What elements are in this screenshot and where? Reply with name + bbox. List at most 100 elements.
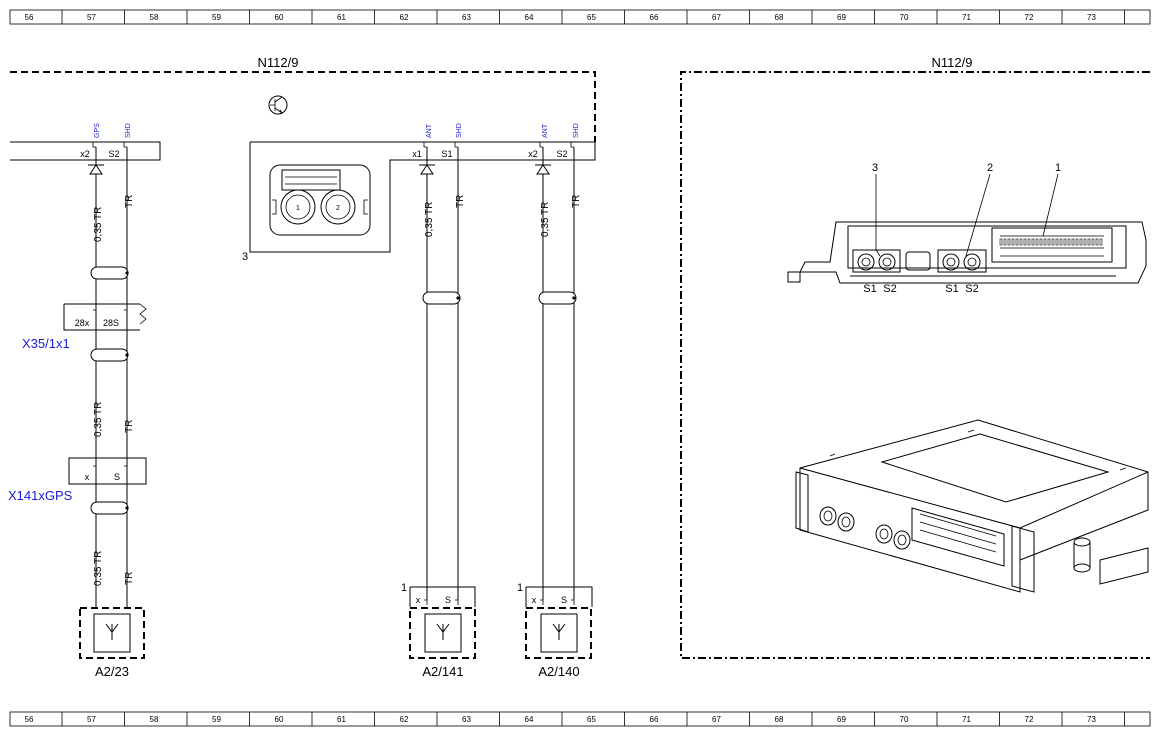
coax-sockets	[819, 506, 911, 550]
pin-code-gps: x2	[80, 149, 90, 159]
ruler-label-bottom-68: 68	[775, 715, 784, 724]
connector-pin-tick	[1023, 238, 1027, 246]
ruler-label-top-69: 69	[837, 13, 846, 22]
pin-code-shd-1: S2	[108, 149, 119, 159]
connector-pin-tick	[1031, 238, 1035, 246]
ruler-label-top-64: 64	[525, 13, 534, 22]
pin-signal-ant-1: ANT	[426, 123, 433, 138]
ruler-label-top-66: 66	[650, 13, 659, 22]
ruler-label-top-60: 60	[275, 13, 284, 22]
wire-color-shd-4: TR	[455, 195, 466, 208]
ruler-label-top-59: 59	[212, 13, 221, 22]
ruler-label-bottom-66: 66	[650, 715, 659, 724]
module-top-view: 3 2 1 S1 S2 S1 S2	[787, 162, 1147, 295]
ruler-label-bottom-67: 67	[712, 715, 721, 724]
left-module-pins: GPS x2 SHD S2 ANT x1 SHD S1 ANT x2 SHD S…	[80, 123, 580, 159]
right-module-n112-9: N112/9 3 2 1 S1 S2 S	[680, 55, 1150, 659]
ruler-label-top-61: 61	[337, 13, 346, 22]
pin-code-ant-2: x2	[528, 149, 538, 159]
socket-label-s2-a: S2	[883, 283, 896, 295]
right-callout-3: 3	[872, 162, 878, 174]
antenna-icon	[105, 623, 119, 640]
pin-signal-shd-2: SHD	[456, 123, 463, 138]
a2-140-callout: 1	[517, 582, 523, 594]
ruler-label-bottom-72: 72	[1025, 715, 1034, 724]
socket-label-s1-b: S1	[945, 283, 958, 295]
ruler-label-bottom-58: 58	[150, 715, 159, 724]
connector-pin-tick	[1047, 238, 1051, 246]
connector-pin-tick	[1087, 238, 1091, 246]
a2-141-pin-s: S	[445, 595, 451, 605]
antenna-a2-23-label: A2/23	[95, 664, 129, 679]
connector-x141-pin-a: x	[85, 472, 90, 482]
pin-signal-shd-3: SHD	[573, 123, 580, 138]
connector-x141: x S X141xGPS	[8, 457, 147, 503]
ruler-label-top-65: 65	[587, 13, 596, 22]
connector-x141-pin-b: S	[114, 472, 120, 482]
antenna-a2-23: A2/23	[79, 607, 145, 679]
connector-x35-name: X35/1x1	[22, 336, 70, 351]
connector-pin-tick	[1027, 238, 1031, 246]
pin-code-shd-3: S2	[556, 149, 567, 159]
connector-pin-tick	[1007, 238, 1011, 246]
connector-pin-tick	[1071, 238, 1075, 246]
wire-color-shd-5: TR	[571, 195, 582, 208]
connector-pin-tick	[1011, 238, 1015, 246]
module-iso-view	[795, 419, 1149, 593]
a2-140-pin-s: S	[561, 595, 567, 605]
connector-pin-tick	[1003, 238, 1007, 246]
wire-run-gps: 0,35 TR TR 0,35 TR TR 0,35 TR TR	[88, 147, 135, 608]
connector-pin-tick	[1015, 238, 1019, 246]
ruler-label-top-63: 63	[462, 13, 471, 22]
connector-pin-tick	[1099, 238, 1103, 246]
wire-color-shd-2: TR	[124, 420, 135, 433]
connector-pin-tick	[1063, 238, 1067, 246]
a2-140-pin-x: x	[532, 595, 537, 605]
ruler-label-top-67: 67	[712, 13, 721, 22]
connector-pin-tick	[1083, 238, 1087, 246]
antenna-icon	[552, 623, 566, 640]
ruler-label-top-58: 58	[150, 13, 159, 22]
connector-pin-tick	[1067, 238, 1071, 246]
ruler-label-top-73: 73	[1087, 13, 1096, 22]
ruler-label-bottom-64: 64	[525, 715, 534, 724]
wire-gauge-ant-1: 0,35 TR	[424, 202, 435, 237]
connector-callout: 3	[242, 251, 248, 263]
connector-x35-pin-b: 28S	[103, 318, 119, 328]
connector-pin-2: 2	[336, 205, 340, 212]
connector-pin-tick	[1095, 238, 1099, 246]
connector-pin-tick	[1091, 238, 1095, 246]
connector-x35-pin-a: 28x	[75, 318, 90, 328]
wire-color-shd-1: TR	[124, 195, 135, 208]
ruler-label-bottom-60: 60	[275, 715, 284, 724]
ruler-label-bottom-69: 69	[837, 715, 846, 724]
connector-pin-tick	[1059, 238, 1063, 246]
antenna-a2-141-label: A2/141	[422, 664, 463, 679]
ruler-label-top-56: 56	[25, 13, 34, 22]
connector-pin-tick	[1055, 238, 1059, 246]
ruler-label-top-68: 68	[775, 13, 784, 22]
ruler-label-bottom-71: 71	[962, 715, 971, 724]
pin-signal-shd-1: SHD	[125, 123, 132, 138]
ruler-label-top-71: 71	[962, 13, 971, 22]
transistor-icon	[268, 95, 288, 115]
ruler-label-top-62: 62	[400, 13, 409, 22]
ruler-label-bottom-73: 73	[1087, 715, 1096, 724]
connector-pin-tick	[1043, 238, 1047, 246]
antenna-a2-140: A2/140	[525, 607, 592, 679]
connector-pin-tick	[999, 238, 1003, 246]
ruler-label-top-57: 57	[87, 13, 96, 22]
wire-color-shd-3: TR	[124, 572, 135, 585]
connector-pin-tick	[1079, 238, 1083, 246]
right-callout-1: 1	[1055, 162, 1061, 174]
connector-pin-tick	[1075, 238, 1079, 246]
ruler-label-bottom-70: 70	[900, 715, 909, 724]
connector-pin-tick	[1019, 238, 1023, 246]
pin-code-shd-2: S1	[441, 149, 452, 159]
wire-run-a2-141: 0,35 TR TR x S 1	[401, 147, 476, 607]
a2-141-pin-x: x	[416, 595, 421, 605]
connector-x141-name: X141xGPS	[8, 488, 73, 503]
